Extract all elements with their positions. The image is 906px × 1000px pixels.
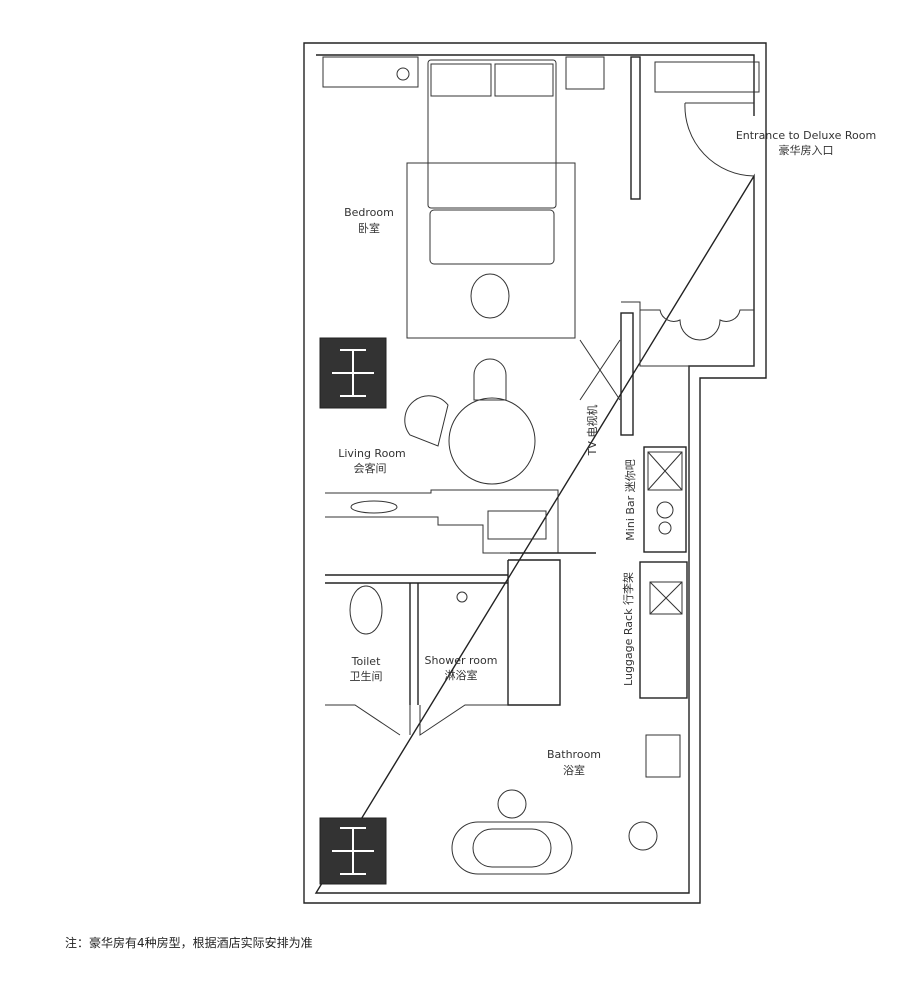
tv-label: TV 电视机 [585,405,599,457]
dining-table [448,397,536,485]
vanity-sink [645,734,681,778]
outer-wall [303,42,767,904]
cooktop [487,510,547,540]
bathtub-inner [472,828,552,868]
living-room-label-en: Living Room [338,447,406,460]
entrance-shelf [654,61,760,93]
armchair-pattern [332,349,374,397]
partition-wall [630,56,641,200]
stool [628,821,658,851]
toilet-label-en: Toilet [351,655,381,668]
entrance-label-zh: 豪华房入口 [779,143,834,157]
chair [404,395,449,447]
entrance-label-en: Entrance to Deluxe Room [736,129,876,142]
bathtub [451,821,573,875]
pillow [494,63,554,97]
fridge [647,451,683,491]
bedside-table-right [565,56,605,90]
entrance-door [684,102,755,177]
footnote: 注：豪华房有4种房型，根据酒店实际安排为准 [65,936,313,950]
bedroom-label-zh: 卧室 [358,221,380,235]
luggage-rack [639,561,688,699]
toilet-label-zh: 卫生间 [350,669,383,683]
tv-unit [620,312,634,436]
closet [621,301,754,367]
luggage-rack-label: Luggage Rack 行李架 [621,572,635,686]
bedroom-label-en: Bedroom [344,206,394,219]
rug [406,162,576,339]
armchair-pattern [332,827,374,875]
ottoman [470,273,510,319]
counter [325,489,559,554]
mini-bar-item [658,521,672,535]
shower-room-label-en: Shower room [425,654,498,667]
luggage-box [649,581,683,615]
bed [427,59,557,209]
bathroom-label-en: Bathroom [547,748,601,761]
mini-bar [643,446,687,553]
living-room-label-zh: 会客间 [354,461,387,475]
shower-head-icon [456,591,468,603]
inner-wall [314,54,755,894]
toilet-door [325,704,411,736]
bathroom-label-zh: 浴室 [563,763,585,777]
lamp-icon [396,67,410,81]
mini-bar-item [656,501,674,519]
toilet-icon [349,585,383,635]
shower-room-label-zh: 淋浴室 [445,668,478,682]
mini-bar-label: Mini Bar 迷你吧 [624,459,637,540]
chair [473,358,507,401]
bedside-table-left [322,56,419,88]
pillow [430,63,492,97]
sink-basin [350,500,398,514]
shower-door [419,704,508,736]
bench [429,209,555,265]
bath-stool [497,789,527,819]
tv-swing [579,339,621,401]
bathroom-wall [325,552,596,706]
